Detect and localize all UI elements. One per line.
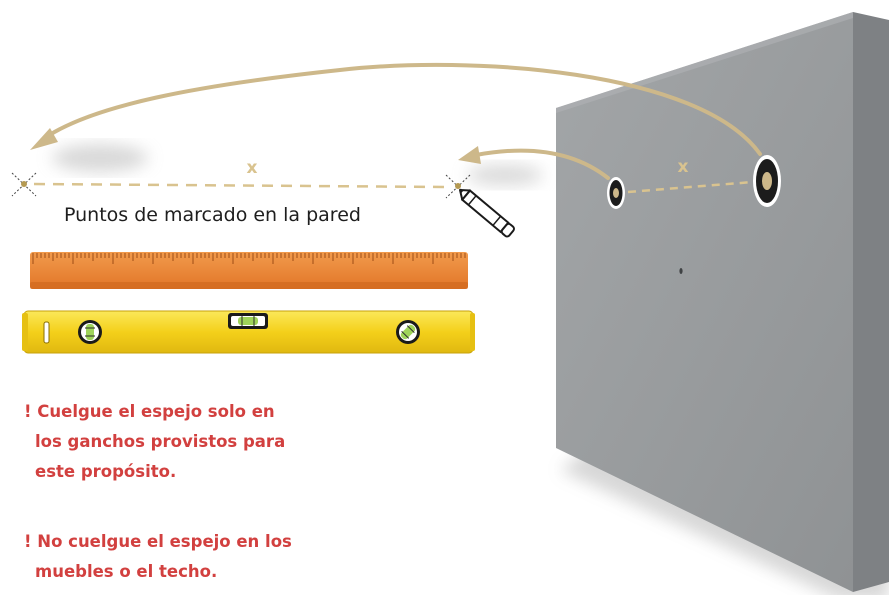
ruler bbox=[30, 252, 468, 289]
hook-distance-dashes bbox=[627, 180, 754, 194]
warning-line: este propósito. bbox=[35, 462, 177, 481]
screw-hole bbox=[679, 268, 683, 274]
hook-hole-left bbox=[607, 177, 625, 209]
mark-point-left bbox=[11, 172, 37, 197]
bubble-vial-diagonal bbox=[396, 320, 420, 344]
bubble-vial-horizontal bbox=[228, 313, 268, 329]
warning-line: muebles o el techo. bbox=[35, 562, 218, 581]
level-slot bbox=[43, 321, 50, 344]
warning-line: los ganchos provistos para bbox=[35, 432, 286, 451]
bubble-vial-vertical bbox=[78, 320, 102, 344]
marking-points bbox=[11, 172, 471, 199]
warning-line: ! Cuelgue el espejo solo en bbox=[24, 402, 275, 421]
wall-side bbox=[853, 12, 889, 592]
wall-panel bbox=[556, 12, 889, 592]
spirit-level bbox=[22, 310, 475, 354]
warning-hooks-only: ! Cuelgue el espejo solo en los ganchos … bbox=[24, 397, 285, 487]
hook-hole-right bbox=[753, 155, 781, 207]
transfer-arrows bbox=[30, 62, 762, 186]
marking-distance-label: x bbox=[247, 158, 258, 178]
warning-no-furniture: ! No cuelgue el espejo en los muebles o … bbox=[24, 527, 292, 587]
marking-distance-dashes bbox=[33, 182, 447, 189]
long-arrow bbox=[40, 62, 762, 156]
mark-point-right bbox=[445, 174, 471, 199]
wall-front bbox=[556, 12, 853, 592]
hook-distance-label: x bbox=[678, 157, 689, 177]
warning-line: ! No cuelgue el espejo en los bbox=[24, 532, 292, 551]
short-arrow-head bbox=[458, 146, 481, 164]
pencil-icon bbox=[459, 189, 515, 238]
short-arrow bbox=[474, 148, 610, 180]
long-arrow-head bbox=[30, 128, 58, 150]
marking-points-caption: Puntos de marcado en la pared bbox=[64, 204, 361, 226]
